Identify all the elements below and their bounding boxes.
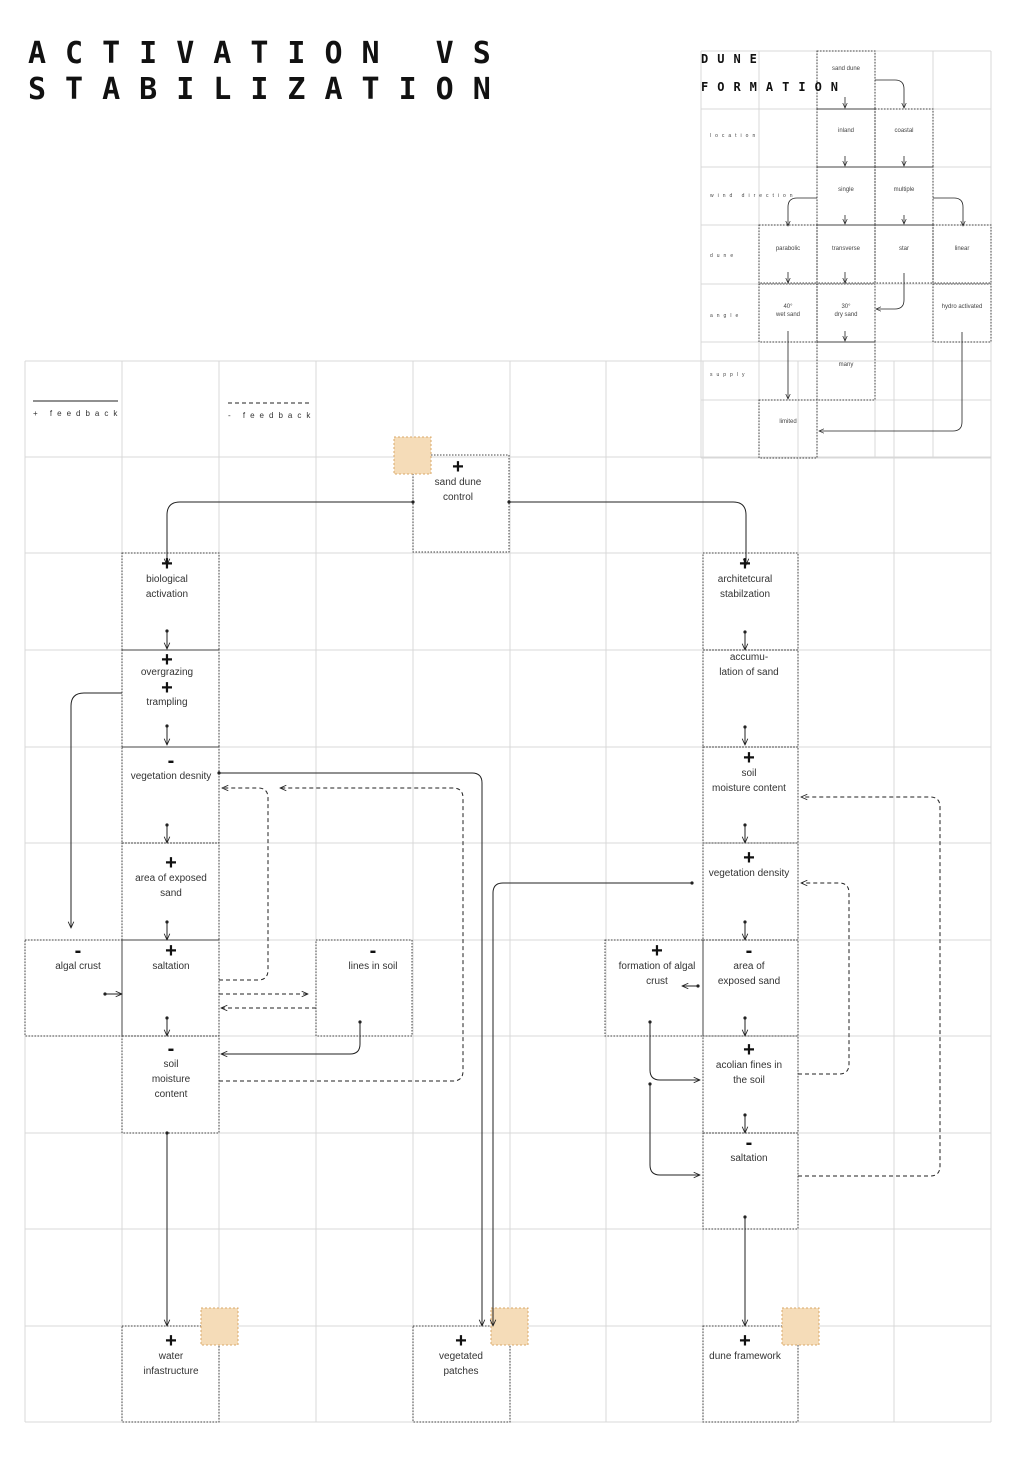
feedback-arrows <box>33 79 963 1326</box>
cell-dry-sand: 30° dry sand <box>834 304 858 318</box>
dune-formation-arrow <box>875 79 904 108</box>
node-saltation-left: + saltation <box>152 940 190 972</box>
node-box <box>702 746 799 844</box>
row-label-dune: dune <box>710 253 738 259</box>
cell-star: star <box>898 246 909 252</box>
dashed-saltation-to-moisture <box>798 797 941 1177</box>
dune-formation-box <box>932 224 992 284</box>
dune-formation-arrow <box>933 197 963 226</box>
node-accumulation-of-sand: accumu- lation of sand <box>719 652 779 678</box>
dashed-saltation-to-vegetation <box>219 788 269 981</box>
node-box <box>121 649 220 748</box>
node-sand-dune-control: + sand dune control <box>434 456 482 503</box>
accent-square <box>781 1307 820 1346</box>
arrow-to-algal-crust <box>71 692 122 928</box>
dune-formation-box <box>874 166 934 226</box>
accent-squares <box>200 436 820 1346</box>
cell-hydro-activated: hydro activated <box>941 304 983 310</box>
node-soil-moisture-right: + soil moisture content <box>712 747 786 794</box>
node-boxes <box>24 50 992 1423</box>
node-algal-crust: - algal crust <box>55 940 101 972</box>
cell-many: many <box>838 362 854 368</box>
accent-square <box>393 436 432 475</box>
node-water-infastructure: + water infastructure <box>143 1330 199 1377</box>
node-acolian-fines: + acolian fines in the soil <box>715 1039 783 1086</box>
node-box <box>702 1325 799 1423</box>
trampling-sign: + <box>161 677 173 699</box>
node-dune-framework: + dune framework <box>709 1330 781 1362</box>
cell-limited: limited <box>779 419 797 425</box>
node-area-of-exposed-sand-right: - area of exposed sand <box>717 940 781 987</box>
node-lines-in-soil: - lines in soil <box>348 940 398 972</box>
node-vegetation-density-right: + vegetation density <box>708 847 790 879</box>
dune-formation-title-line1: DUNE <box>701 52 766 66</box>
node-saltation-right: - saltation <box>730 1132 768 1164</box>
cell-sand-dune: sand dune <box>831 66 861 72</box>
node-biological-activation: + biological activation <box>145 553 189 600</box>
cell-transverse: transverse <box>831 246 860 252</box>
node-trampling: trampling <box>146 697 188 708</box>
box-algal-crust <box>24 939 123 1037</box>
dune-formation-box <box>816 224 876 284</box>
node-box <box>702 1132 799 1230</box>
legend-positive-feedback: + feedback <box>33 409 123 418</box>
row-label-supply: supply <box>710 372 749 378</box>
node-vegetation-desnity: - vegetation desnity <box>130 750 212 782</box>
arrow-algal-to-acolian <box>650 1022 700 1080</box>
row-label-location: location <box>710 133 760 139</box>
arrow-to-biological-activation <box>167 502 413 565</box>
cell-multiple: multiple <box>893 187 915 193</box>
node-box <box>702 939 799 1037</box>
cell-inland: inland <box>837 128 854 134</box>
dashed-acolian-to-vegetation <box>798 883 850 1075</box>
arrow-right-to-vegetated-patches <box>493 883 692 1326</box>
cell-wet-sand: 40° wet sand <box>775 304 800 318</box>
dune-formation-box <box>758 399 818 459</box>
arrow-to-architectural-stabilization <box>509 502 746 565</box>
node-formation-of-algal-crust: + formation of algal crust <box>618 940 696 987</box>
dune-formation-arrow <box>876 273 905 309</box>
dune-formation-box <box>816 166 876 226</box>
node-soil-moisture-left: - soil moisture content <box>151 1038 191 1100</box>
main-title-line2: STABILIZATION <box>28 72 510 107</box>
arrow-algal-to-saltation-right <box>650 1084 700 1175</box>
background-grid <box>24 50 992 1423</box>
node-architectural-stabilization: + architetcural stabilzation <box>717 553 773 600</box>
dune-formation-title-line2: FORMATION <box>701 80 848 94</box>
node-vegetated-patches: + vegetated patches <box>439 1330 483 1377</box>
dashed-moisture-to-vegetation <box>219 788 464 1082</box>
arrow-to-vegetated-patches <box>219 773 482 1326</box>
main-title-line1: ACTIVATION VS <box>28 36 510 71</box>
cell-single: single <box>838 187 854 193</box>
node-area-of-exposed-sand-left: + area of exposed sand <box>135 852 207 899</box>
cell-coastal: coastal <box>894 128 914 134</box>
arrow-lines-to-soil-moisture <box>221 1022 360 1054</box>
overgrazing-sign: + <box>161 649 173 671</box>
node-overgrazing: overgrazing <box>140 667 194 678</box>
dune-formation-box <box>816 341 876 401</box>
node-box <box>121 1325 220 1423</box>
dune-formation-box <box>816 283 876 343</box>
dune-formation-arrow <box>788 197 817 226</box>
cell-parabolic: parabolic <box>775 246 801 252</box>
cell-linear: linear <box>954 246 970 252</box>
dune-formation-arrow <box>819 332 963 431</box>
legend-negative-feedback: - feedback <box>228 411 316 420</box>
row-label-wind-direction: wind direction <box>710 193 797 199</box>
row-label-angle: angle <box>710 313 743 319</box>
dune-formation-box <box>874 108 934 168</box>
dune-formation-box <box>816 108 876 168</box>
